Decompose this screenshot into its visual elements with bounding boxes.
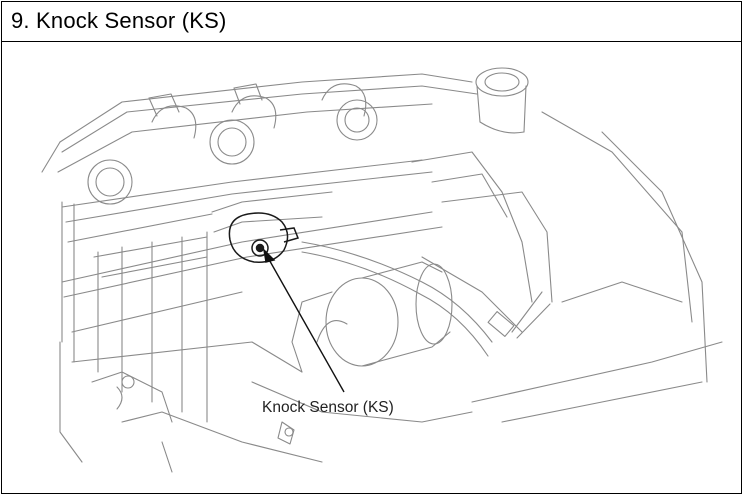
callout-label: Knock Sensor (KS) [262,399,394,416]
page-title: 9. Knock Sensor (KS) [11,8,227,33]
engine-line-drawing: Knock Sensor (KS) [41,67,723,473]
callout-leader [262,247,345,393]
title-bar: 9. Knock Sensor (KS) [2,2,741,42]
knock-sensor-part [228,212,300,263]
valve-cover-edge [59,73,473,143]
engine-diagram: Knock Sensor (KS) [2,42,741,494]
knock-sensor-bolt [251,239,269,257]
knock-sensor-body [228,212,289,263]
